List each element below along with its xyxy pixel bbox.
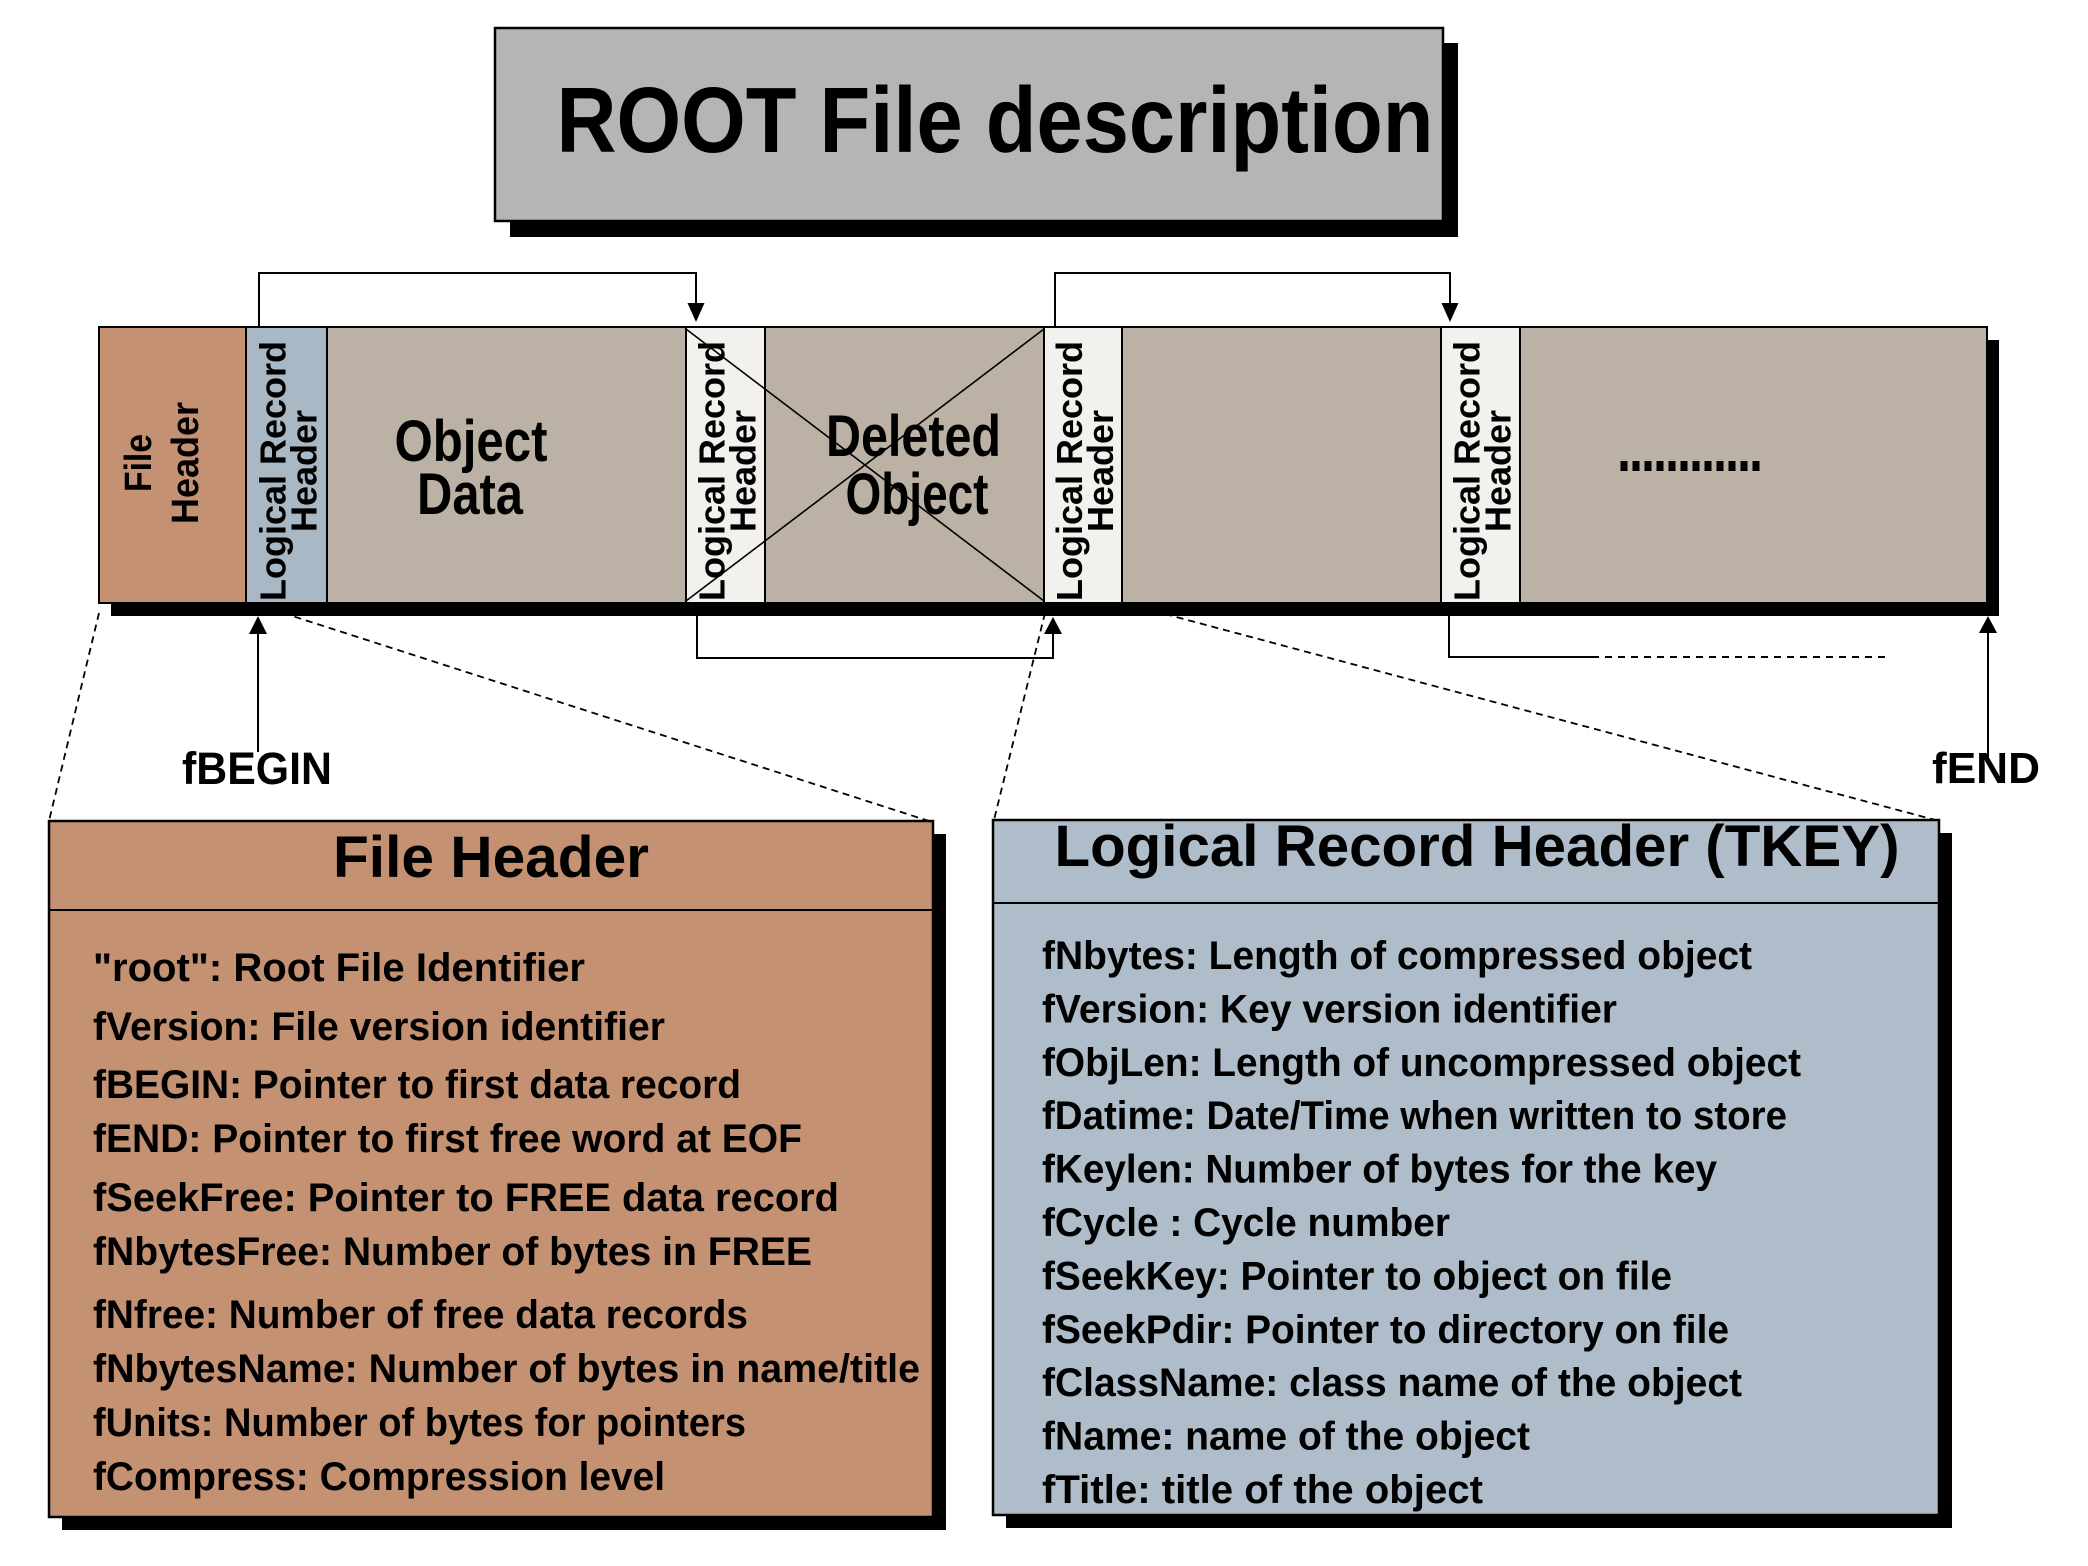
svg-text:Logical Record Header (TKEY): Logical Record Header (TKEY): [1055, 814, 1900, 879]
svg-text:Object: Object: [395, 409, 548, 474]
svg-text:fBEGIN: Pointer to first data: fBEGIN: Pointer to first data record: [93, 1063, 741, 1107]
svg-text:fKeylen: Number of bytes for t: fKeylen: Number of bytes for the key: [1042, 1148, 1718, 1192]
svg-text:fSeekKey: Pointer to object on: fSeekKey: Pointer to object on file: [1042, 1254, 1672, 1298]
svg-text:Logical RecordHeader: Logical RecordHeader: [1447, 341, 1519, 601]
svg-text:fNbytes: Length of compressed: fNbytes: Length of compressed object: [1042, 934, 1752, 978]
svg-text:fVersion: Key version identifi: fVersion: Key version identifier: [1042, 987, 1617, 1031]
svg-text:"root": Root File Identifier: "root": Root File Identifier: [93, 946, 585, 990]
svg-text:Logical RecordHeader: Logical RecordHeader: [692, 341, 764, 601]
svg-text:fUnits: Number of bytes for po: fUnits: Number of bytes for pointers: [93, 1401, 746, 1445]
svg-text:ROOT File description: ROOT File description: [557, 68, 1434, 172]
svg-text:fObjLen: Length of uncompresse: fObjLen: Length of uncompressed object: [1042, 1041, 1801, 1085]
svg-text:Logical RecordHeader: Logical RecordHeader: [253, 341, 325, 601]
svg-text:fEND: Pointer to first free wo: fEND: Pointer to first free word at EOF: [93, 1117, 802, 1161]
svg-text:fEND: fEND: [1932, 744, 2040, 793]
svg-text:fCompress: Compression level: fCompress: Compression level: [93, 1455, 665, 1499]
svg-text:Object: Object: [846, 462, 989, 527]
svg-text:Logical RecordHeader: Logical RecordHeader: [1049, 341, 1121, 601]
svg-text:fNbytesFree: Number of bytes i: fNbytesFree: Number of bytes in FREE: [93, 1230, 812, 1274]
svg-text:fNfree: Number of free data re: fNfree: Number of free data records: [93, 1293, 748, 1337]
svg-text:fName: name of the object: fName: name of the object: [1042, 1415, 1530, 1459]
svg-text:File Header: File Header: [333, 825, 649, 890]
svg-text:fBEGIN: fBEGIN: [182, 743, 332, 794]
svg-text:Data: Data: [417, 462, 524, 527]
svg-text:fNbytesName: Number of bytes i: fNbytesName: Number of bytes in name/tit…: [93, 1347, 920, 1391]
svg-text:fSeekFree: Pointer to FREE dat: fSeekFree: Pointer to FREE data record: [93, 1176, 839, 1220]
svg-text:fCycle : Cycle number: fCycle : Cycle number: [1042, 1201, 1450, 1245]
svg-text:fTitle: title of the object: fTitle: title of the object: [1042, 1468, 1483, 1512]
svg-text:fDatime: Date/Time when writte: fDatime: Date/Time when written to store: [1042, 1094, 1787, 1138]
svg-text:Deleted: Deleted: [826, 404, 1001, 469]
svg-text:fVersion: File version identif: fVersion: File version identifier: [93, 1005, 665, 1049]
svg-text:fSeekPdir: Pointer to director: fSeekPdir: Pointer to directory on file: [1042, 1308, 1729, 1352]
svg-text:fClassName: class name of the: fClassName: class name of the object: [1042, 1361, 1742, 1405]
